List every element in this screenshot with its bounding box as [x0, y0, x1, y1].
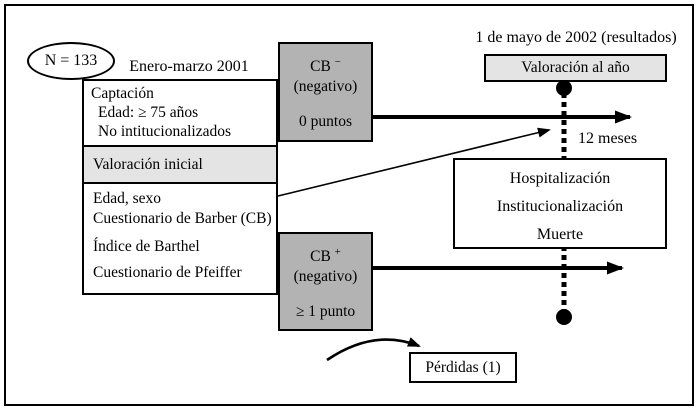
measure-barthel: Índice de Barthel [93, 238, 200, 255]
cb-positive-subtitle: (negativo) [293, 268, 358, 286]
measure-barber: Cuestionario de Barber (CB) [93, 210, 272, 227]
year-assessment-label: Valoración al año [521, 59, 630, 76]
cb-positive-score: ≥ 1 punto [295, 303, 356, 321]
year-assessment-box: Valoración al año [484, 54, 667, 82]
duration-label: 12 meses [578, 130, 638, 147]
assessment-measures-row: Edad, sexo Cuestionario de Barber (CB) Í… [84, 184, 276, 283]
recruitment-criterion-age: Edad: ≥ 75 años [98, 104, 199, 121]
cb-negative-subtitle: (negativo) [293, 78, 358, 96]
outcome-hospitalization: Hospitalización [509, 170, 611, 187]
recruitment-row: Captación Edad: ≥ 75 años No intituciona… [84, 81, 276, 145]
plus-superscript: + [334, 246, 341, 258]
cb-positive-box: CB + (negativo) ≥ 1 punto [278, 232, 373, 331]
losses-box: Pérdidas (1) [409, 352, 517, 383]
measure-pfeiffer: Cuestionario de Pfeiffer [93, 264, 242, 281]
losses-curved-arrow [326, 337, 421, 362]
outcomes-box: Hospitalización Institucionalización Mue… [453, 158, 667, 249]
minus-superscript: − [334, 56, 341, 68]
sample-size-label: N = 133 [44, 52, 98, 69]
cb-negative-title: CB − [310, 56, 341, 76]
initial-assessment-row: Valoración inicial [84, 145, 276, 184]
losses-label: Pérdidas (1) [425, 358, 501, 376]
recruitment-criterion-institution: No intitucionalizados [98, 123, 232, 140]
cb-positive-title: CB + [310, 246, 341, 266]
results-date-label: 1 de mayo de 2002 (resultados) [475, 29, 677, 46]
measure-age-sex: Edad, sexo [93, 190, 162, 207]
outcome-institutionalization: Institucionalización [496, 198, 624, 215]
outcome-death: Muerte [536, 226, 584, 243]
timeline-end-dot [556, 309, 572, 325]
assessment-to-followup-arrow [277, 127, 551, 197]
recruitment-period-label: Enero-marzo 2001 [129, 58, 249, 75]
sample-size-ellipse: N = 133 [27, 42, 115, 80]
study-design-table: Captación Edad: ≥ 75 años No intituciona… [82, 79, 278, 295]
recruitment-title: Captación [91, 85, 154, 102]
timeline-start-dot [556, 80, 572, 96]
cb-negative-score: 0 puntos [299, 113, 352, 131]
initial-assessment-label: Valoración inicial [93, 155, 203, 173]
diagram-outer-frame [4, 4, 694, 406]
cb-negative-box: CB − (negativo) 0 puntos [278, 42, 373, 142]
